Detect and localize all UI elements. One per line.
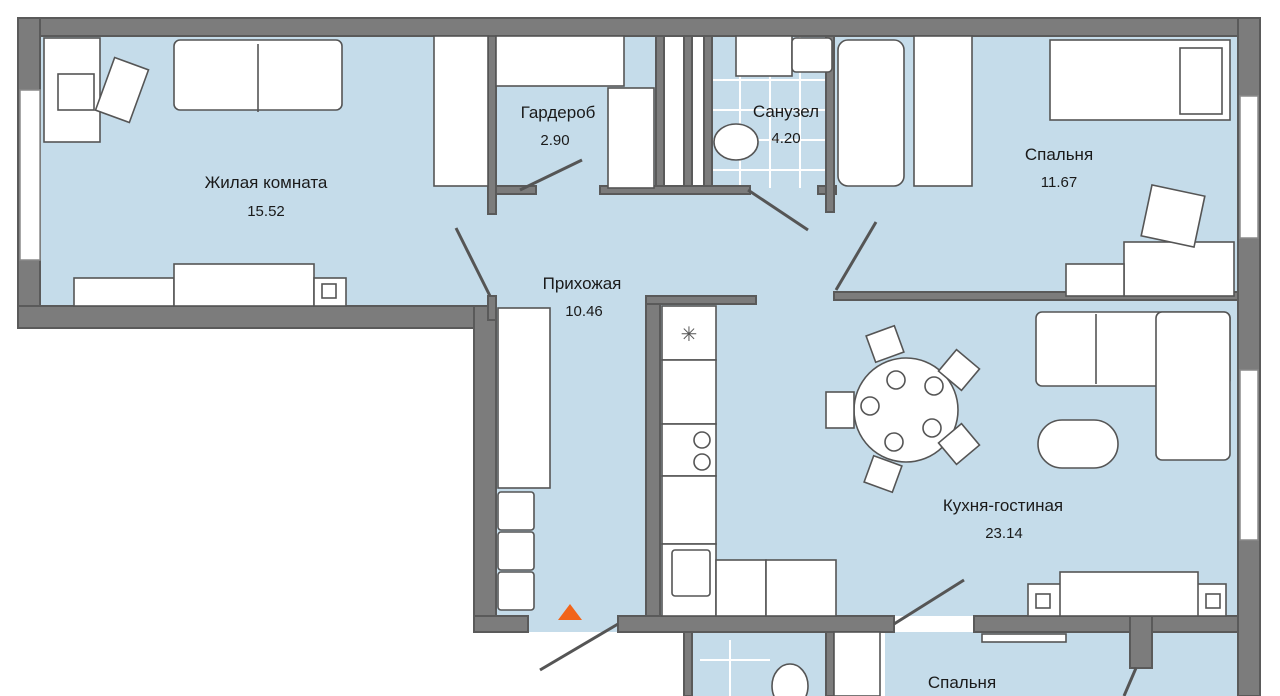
window-bedroom1: [1239, 95, 1259, 239]
door-bathroom: [747, 188, 809, 232]
door-kitchen: [893, 578, 965, 626]
chair-1: [825, 391, 855, 429]
shelves-wardrobe: [607, 87, 655, 189]
room-area-wardrobe: 2.90: [540, 132, 569, 149]
door-entrance: [539, 622, 619, 672]
entrance-triangle-icon: [558, 604, 582, 620]
hall-furniture: [497, 307, 582, 620]
room-name-wardrobe: Гардероб: [521, 103, 596, 122]
shoe-rack-1: [497, 491, 535, 531]
wardrobe-cabinet-living: [433, 35, 489, 187]
bedroom1-furniture: [1049, 39, 1235, 297]
room-name-kitchen: Кухня-гостиная: [943, 496, 1063, 515]
room-area-kitchen: 23.14: [985, 525, 1023, 542]
room-area-bathroom: 4.20: [771, 130, 800, 147]
chair-2: [865, 324, 905, 364]
dishwasher: [715, 559, 767, 617]
svg-text:✳: ✳: [681, 322, 698, 346]
room-name-bathroom: Санузел: [753, 102, 819, 121]
coffee-table-icon: [1037, 419, 1119, 469]
shelf-living: [73, 277, 175, 307]
room-area-hall: 10.46: [565, 303, 603, 320]
chair-3: [937, 348, 981, 392]
room-name-living: Жилая комната: [205, 173, 328, 192]
room-area-bedroom1: 11.67: [1041, 174, 1077, 191]
living-furniture: [43, 35, 489, 307]
tv-stand-living: [173, 263, 315, 307]
floor-bath2: [690, 632, 830, 696]
windows: [19, 89, 1259, 541]
room-area-living: 15.52: [247, 203, 285, 220]
laptop-icon: [57, 73, 95, 111]
shoe-rack-2: [497, 531, 535, 571]
doors: [454, 158, 1138, 696]
room-name-bedroom1: Спальня: [1025, 145, 1093, 164]
wardrobe-hall: [497, 307, 551, 489]
chair-living: [94, 56, 150, 124]
shoe-rack-3: [497, 571, 535, 611]
door-living: [454, 227, 492, 297]
window-kitchen: [1239, 369, 1259, 541]
bathroom-furniture: [713, 35, 973, 187]
shelf-bedroom: [1065, 263, 1125, 297]
chair-4: [937, 422, 981, 466]
room-labels: Жилая комната 15.52 Гардероб 2.90 Санузе…: [205, 102, 1094, 692]
wardrobe-cabinet-bedroom: [913, 35, 973, 187]
room-name-bedroom2: Спальня: [928, 673, 996, 692]
washer: [735, 35, 793, 77]
lower-furniture: [771, 631, 1067, 696]
desk-bedroom: [1123, 241, 1235, 297]
room-name-hall: Прихожая: [543, 274, 622, 293]
wardrobe-bedroom2: [833, 631, 881, 696]
hanger-rail: [495, 35, 625, 87]
window-living: [19, 89, 41, 261]
toilet-icon: [713, 123, 759, 161]
chair-5: [863, 454, 903, 494]
toilet-2-icon: [771, 663, 809, 696]
chair-bedroom: [1140, 184, 1206, 248]
washing-machine: [765, 559, 837, 617]
kitchen-furniture: ✳: [661, 305, 1231, 617]
wardrobe-furniture: [495, 35, 655, 189]
door-bedroom1: [834, 221, 878, 291]
fridge-icon: [661, 305, 717, 361]
sink-icon: [791, 37, 833, 73]
bathtub-icon: [837, 39, 905, 187]
door-wardrobe: [519, 158, 583, 192]
door-bedroom2: [1122, 667, 1138, 696]
floor-hall: [492, 188, 838, 298]
